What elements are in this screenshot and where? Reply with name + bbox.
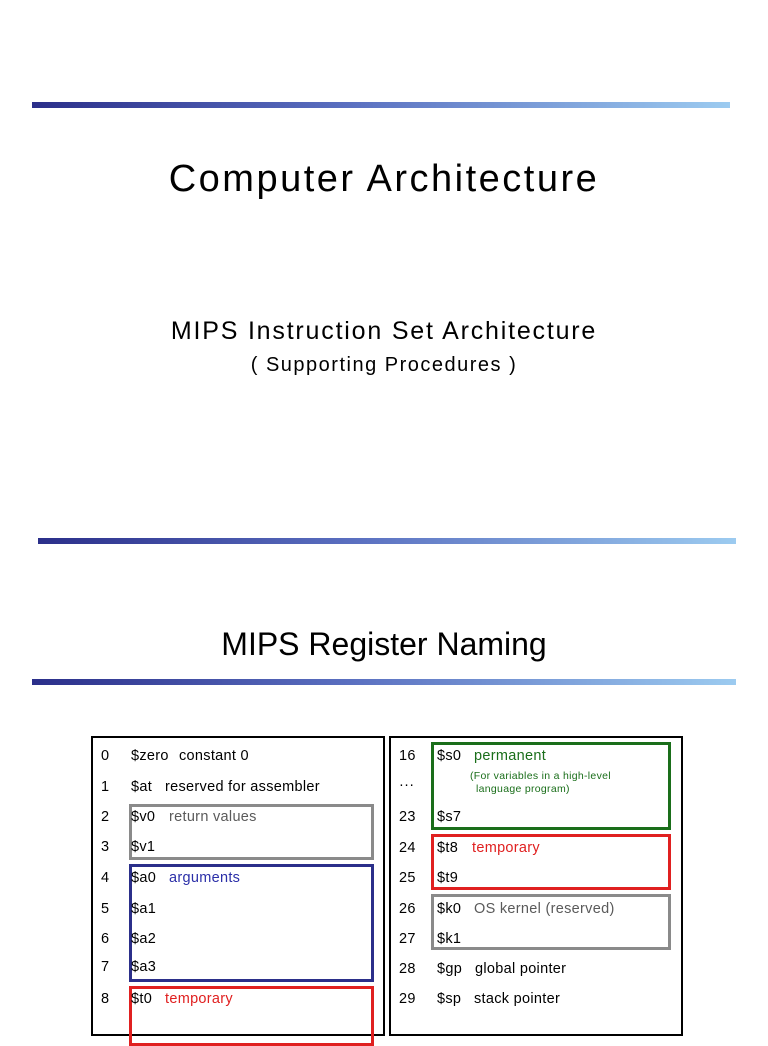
return-values-box	[129, 804, 374, 860]
slide-title: MIPS Register Naming	[221, 626, 547, 662]
bottom-divider	[38, 538, 736, 544]
arguments-box	[129, 864, 374, 982]
permanent-box	[431, 742, 671, 830]
temporary-box	[431, 834, 671, 890]
slide-title: Computer Architecture	[168, 158, 600, 200]
title-divider	[32, 679, 736, 685]
slide-subtitle: MIPS Instruction Set Architecture	[170, 317, 598, 345]
permanent-note: (For variables in a high-level language …	[470, 770, 611, 795]
register-table-left: 0 $zero constant 0 1 $at reserved for as…	[91, 736, 385, 1046]
os-kernel-box	[431, 894, 671, 950]
top-divider	[32, 102, 730, 108]
register-table-right: 16 $s0 permanent (For variables in a hig…	[389, 736, 683, 1036]
slide-subsubtitle: ( Supporting Procedures )	[250, 354, 518, 376]
